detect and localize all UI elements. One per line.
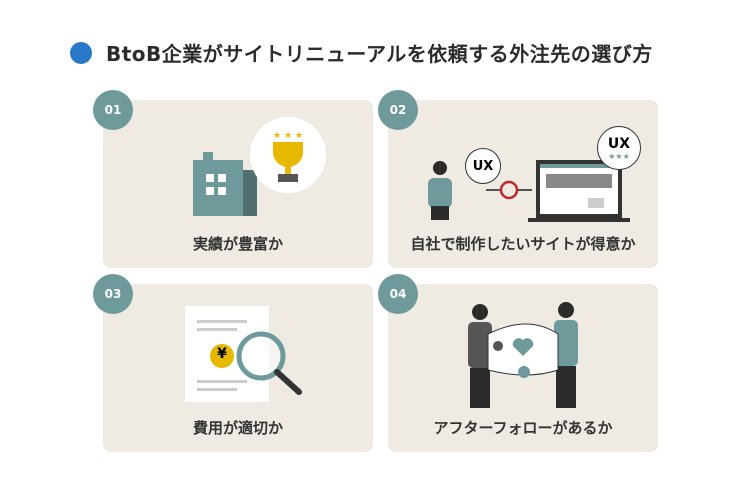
card-label: 自社で制作したいサイトが得意か [410, 235, 636, 253]
card-specialty: UX UX ★★★ 自社で制作したいサイトが得意か [388, 100, 658, 268]
number-badge: 03 [93, 274, 133, 314]
card-cost: ¥ 費用が適切か [103, 284, 373, 452]
ux-rating-text: UX [607, 135, 631, 152]
svg-text:★ ★ ★: ★ ★ ★ [273, 131, 303, 141]
title-bullet-icon [70, 41, 92, 64]
card-label: 実績が豊富か [192, 235, 283, 253]
page-title: BtoB企業がサイトリニューアルを依頼する外注先の選び方 [70, 38, 653, 67]
stars-icon: ★★★ [608, 151, 630, 161]
number-badge: 04 [378, 274, 418, 314]
trophy-building-icon: ★ ★ ★ [193, 117, 326, 216]
card-track-record: ★ ★ ★ 実績が豊富か [103, 100, 373, 268]
card-label: アフターフォローがあるか [433, 419, 613, 437]
number-badge: 02 [378, 90, 418, 130]
people-heart-icon [468, 302, 578, 408]
person-website-icon [428, 160, 630, 222]
invoice-magnifier-icon [185, 306, 302, 402]
card-label: 費用が適切か [192, 419, 283, 437]
ux-rating-bubble: UX ★★★ [597, 126, 641, 170]
title-text: BtoB企業がサイトリニューアルを依頼する外注先の選び方 [106, 42, 653, 66]
card-aftercare: アフターフォローがあるか [388, 284, 658, 452]
yen-symbol: ¥ [217, 346, 227, 362]
number-badge: 01 [93, 90, 133, 130]
ux-thought-bubble: UX [465, 148, 501, 184]
